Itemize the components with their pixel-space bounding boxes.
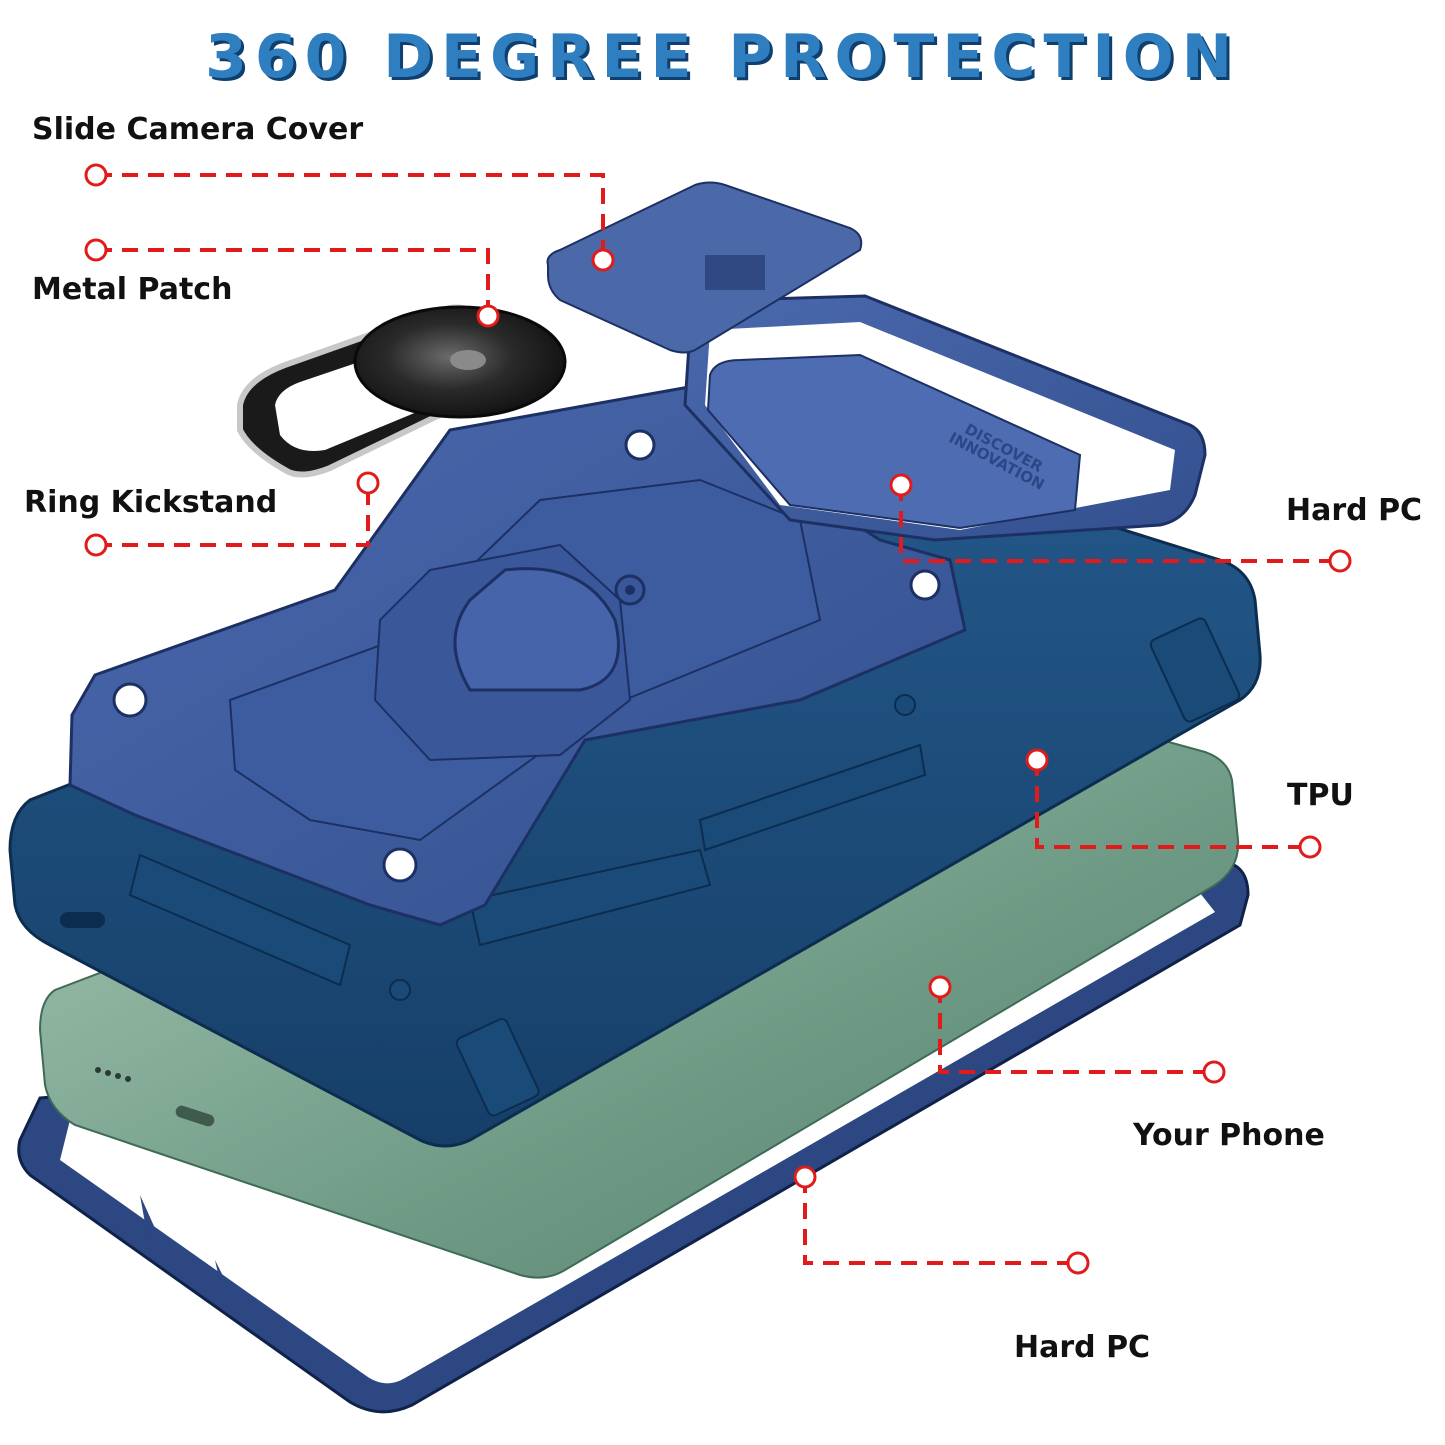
leader-hard-pc-top: [899, 485, 1340, 563]
leader-hard-pc-bottom: [803, 1177, 1078, 1265]
leader-lines: [96, 173, 1340, 1265]
label-metal-patch: Metal Patch: [32, 272, 233, 307]
label-hard-pc-top: Hard PC: [1286, 493, 1423, 528]
page-title: 360 DEGREE PROTECTION: [205, 22, 1240, 92]
marker-dot: [793, 1165, 817, 1189]
marker-dot: [84, 163, 108, 187]
leader-slide-camera-cover: [96, 173, 605, 260]
label-hard-pc-bottom: Hard PC: [1014, 1330, 1151, 1365]
marker-dot: [84, 238, 108, 262]
marker-dot: [1025, 748, 1049, 772]
marker-dot: [928, 975, 952, 999]
slide-camera-cover: [546, 181, 863, 354]
marker-dot: [1298, 835, 1322, 859]
marker-dot: [1328, 549, 1352, 573]
marker-dot: [1066, 1251, 1090, 1275]
label-your-phone: Your Phone: [1133, 1118, 1325, 1153]
marker-dot: [476, 304, 500, 328]
leader-ring-kickstand: [96, 483, 370, 547]
marker-dot: [356, 471, 380, 495]
marker-dot: [591, 248, 615, 272]
marker-dot: [889, 473, 913, 497]
ring-kickstand: [237, 304, 567, 478]
leader-your-phone: [938, 987, 1214, 1074]
label-tpu: TPU: [1287, 778, 1354, 813]
leader-tpu: [1035, 760, 1310, 849]
marker-dot: [1202, 1060, 1226, 1084]
marker-dot: [84, 533, 108, 557]
label-ring-kickstand: Ring Kickstand: [24, 485, 278, 520]
label-slide-camera-cover: Slide Camera Cover: [32, 112, 364, 147]
top-hard-pc-shell: [68, 294, 1207, 927]
leader-metal-patch: [96, 248, 490, 316]
leader-markers: [84, 163, 1352, 1275]
